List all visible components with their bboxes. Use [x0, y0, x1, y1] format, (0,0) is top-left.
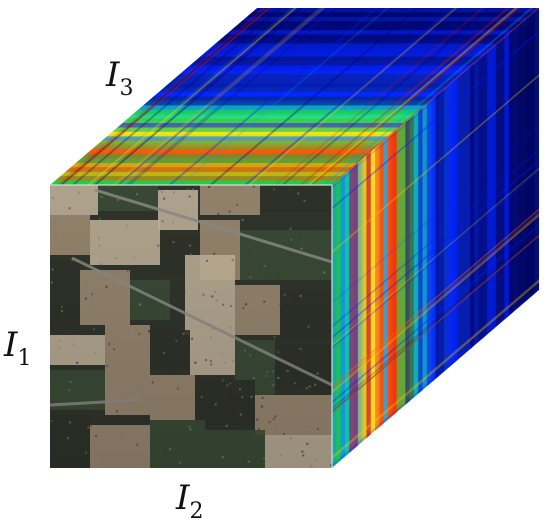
- axis-label-i3: I3: [105, 55, 133, 101]
- axis-label-i1: I1: [3, 325, 31, 371]
- cube-edges: [50, 184, 333, 468]
- cube-side-face: [332, 8, 539, 468]
- axis-label-i2: I2: [175, 478, 203, 524]
- top-face-spectral-bands: [50, 8, 539, 185]
- cube-top-face: [50, 8, 539, 185]
- cube-front-face-aerial-image: [50, 185, 332, 468]
- side-face-spectral-bands: [332, 8, 539, 468]
